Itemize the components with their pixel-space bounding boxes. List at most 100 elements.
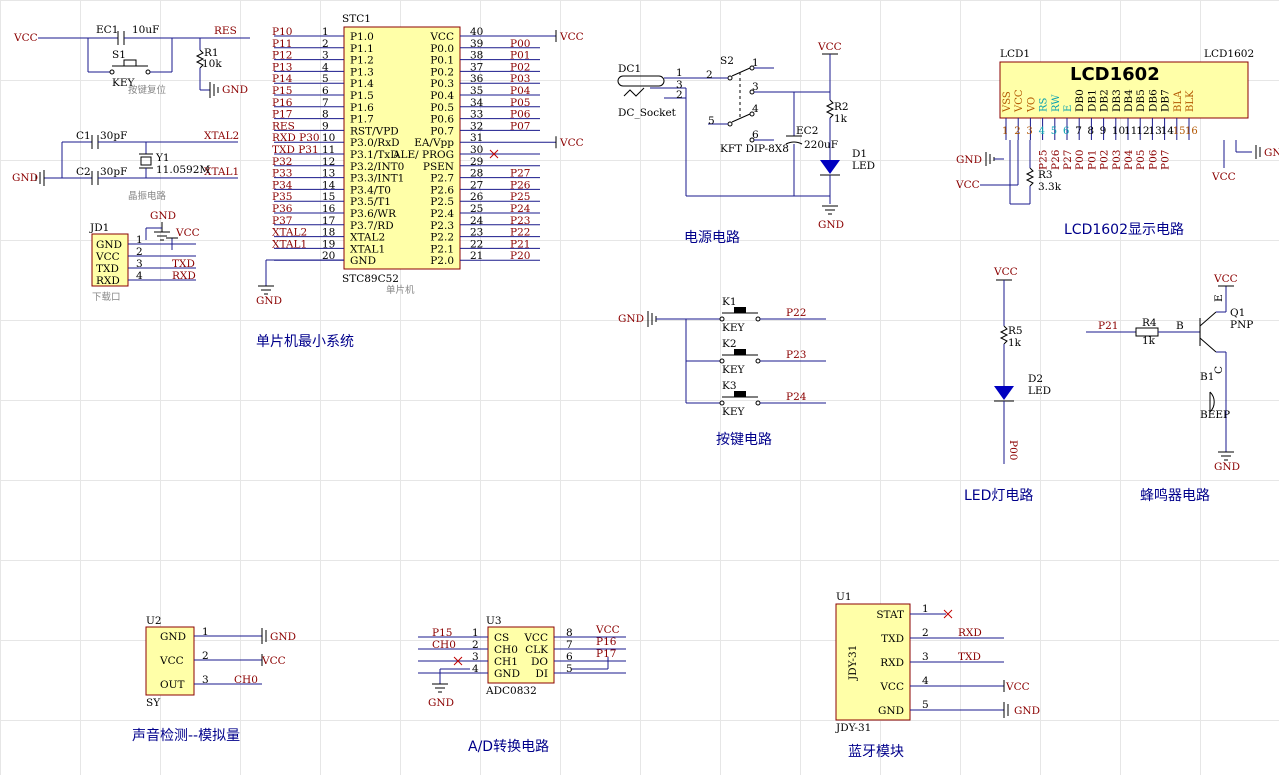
lcd-pin-num-10: 10 — [1112, 125, 1125, 137]
ec2-ref: EC2 — [796, 125, 818, 137]
jd1-pin-num-1: 1 — [136, 234, 143, 246]
power-section-title: 电源电路 — [684, 230, 740, 246]
u2-pin-num-2: 2 — [202, 650, 209, 662]
mcu-net-6: P15 — [272, 85, 292, 97]
mcu-net-3: P12 — [272, 50, 292, 62]
mcu-pin-name-13: P3.3/INT1 — [350, 173, 404, 185]
q1-pin-b: B — [1176, 320, 1184, 332]
s2-pin-1: 1 — [752, 57, 759, 69]
lcd-pin-name-15: BLA — [1173, 90, 1184, 112]
mcu-pin-name-26: P2.5 — [430, 196, 454, 208]
u2-net-1: GND — [270, 631, 296, 643]
mcu-pin-num-8: 8 — [322, 109, 329, 121]
mcu-pin-num-17: 17 — [322, 215, 335, 227]
mcu-pin-name-20: GND — [350, 255, 376, 267]
c1-value: 30pF — [100, 130, 127, 142]
mcu-pin-num-37: 37 — [470, 61, 483, 73]
reset-gnd-label: GND — [222, 84, 248, 96]
lcd-body — [999, 61, 1249, 119]
r2-ref: R2 — [834, 101, 849, 113]
lcd-pin-name-14: DB7 — [1160, 89, 1172, 112]
mcu-pin-num-9: 9 — [322, 120, 329, 132]
jd1-pin-name-1: GND — [96, 239, 122, 251]
lcd-net-10: P03 — [1111, 150, 1123, 170]
b1-ref: B1 — [1200, 371, 1214, 383]
mcu-pin-num-13: 13 — [322, 168, 335, 180]
mcu-pin-num-5: 5 — [322, 73, 329, 85]
dc1-value: DC_Socket — [618, 107, 677, 119]
u2-pin-name-1: GND — [160, 631, 186, 643]
lcd-pin-name-13: DB6 — [1147, 89, 1159, 112]
xtal1-net-label: XTAL1 — [204, 166, 239, 178]
u3-net-2: CH0 — [432, 639, 456, 651]
mcu-pin-num-12: 12 — [322, 156, 335, 168]
q1-pin-c: C — [1213, 366, 1225, 374]
mcu-part: STC89C52 — [342, 273, 399, 285]
mcu-pin-name-36: P0.3 — [430, 78, 454, 90]
lcd-pin-name-12: DB5 — [1135, 89, 1147, 112]
key-net-1: P22 — [786, 307, 806, 319]
mcu-net-31: VCC — [559, 137, 584, 149]
r3-value: 3.3k — [1038, 181, 1062, 193]
power-circuit: DC1 DC_Socket 1 3 2 S2 2 1 3 4 5 6 KFT D… — [617, 41, 875, 246]
u3-ref: U3 — [486, 615, 502, 627]
dc-pin-1: 1 — [676, 67, 683, 79]
jd1-pin-name-3: TXD — [96, 263, 119, 275]
lcd-pin-num-8: 8 — [1087, 125, 1094, 137]
mcu-net-12: P32 — [272, 156, 292, 168]
lcd-pin-num-11: 11 — [1124, 125, 1137, 137]
mcu-net-10: RXD P30 — [272, 132, 320, 144]
mcu-net-1: P10 — [272, 26, 292, 38]
led-circuit: VCC R5 1k D2 LED P00 LED灯电路 — [964, 266, 1051, 504]
mcu-pin-num-21: 21 — [470, 250, 483, 262]
crystal-circuit: C1 30pF XTAL2 C2 30pF XTAL1 GND Y1 11.05… — [12, 130, 239, 202]
power-vcc-label: VCC — [817, 41, 842, 53]
mcu-net-37: P02 — [510, 61, 530, 73]
d1-ref: D1 — [852, 148, 867, 160]
ec1-ref: EC1 — [96, 24, 118, 36]
mcu-pin-num-30: 30 — [470, 144, 483, 156]
adc-section-title: A/D转换电路 — [468, 738, 549, 755]
mcu-pin-num-26: 26 — [470, 191, 484, 203]
mcu-net-9: RES — [272, 120, 295, 132]
buzzer-vcc-label: VCC — [1213, 273, 1238, 285]
u1-pin-num-4: 4 — [922, 675, 929, 687]
buzzer-net-label: P21 — [1098, 320, 1118, 332]
download-caption: 下载口 — [92, 291, 121, 303]
mcu-pin-name-2: P1.1 — [350, 43, 374, 55]
r5-value: 1k — [1008, 337, 1022, 349]
lcd-pin-name-10: DB3 — [1111, 89, 1123, 112]
crystal-caption: 晶振电路 — [128, 190, 167, 202]
s2-value: KFT DIP-8X8 — [720, 143, 789, 155]
lcd-ref: LCD1 — [1000, 48, 1030, 60]
s2-ref: S2 — [720, 55, 734, 67]
u2-ref: U2 — [146, 615, 162, 627]
mcu-pin-name-28: P2.7 — [430, 173, 454, 185]
s1-value: KEY — [112, 77, 136, 89]
mcu-pin-name-11: P3.1/TxD — [350, 149, 399, 161]
lcd-pin-name-16: BLK — [1185, 90, 1196, 112]
sound-section-title: 声音检测--模拟量 — [132, 727, 240, 744]
mcu-pin-name-33: P0.6 — [430, 114, 454, 126]
r3-ref: R3 — [1038, 169, 1053, 181]
u1-pin-num-3: 3 — [922, 651, 929, 663]
mcu-net-40: VCC — [559, 31, 584, 43]
jd1-pin-name-2: VCC — [95, 251, 120, 263]
s2-pin-3: 3 — [752, 81, 759, 93]
mcu-pin-num-32: 32 — [470, 120, 483, 132]
lcd-net-8: P01 — [1086, 150, 1098, 170]
mcu-net-4: P13 — [272, 61, 292, 73]
lcd-pin-num-16: 16 — [1185, 126, 1198, 137]
mcu-pin-name-29: PSEN — [423, 161, 454, 173]
lcd-pin-num-3: 3 — [1026, 126, 1032, 137]
u1-body — [835, 603, 911, 721]
mcu-gnd-label: GND — [256, 295, 282, 307]
mcu-pin-name-25: P2.4 — [430, 208, 454, 220]
lcd-pin-name-8: DB1 — [1086, 89, 1098, 112]
u3-pin-num-8: 8 — [566, 627, 573, 639]
mcu-pin-name-18: XTAL2 — [350, 232, 385, 244]
mcu-pin-name-40: VCC — [429, 31, 454, 43]
mcu-net-25: P24 — [510, 203, 531, 215]
mcu-pin-num-24: 24 — [470, 215, 484, 227]
u3-pin-name-7: CLK — [525, 644, 548, 656]
